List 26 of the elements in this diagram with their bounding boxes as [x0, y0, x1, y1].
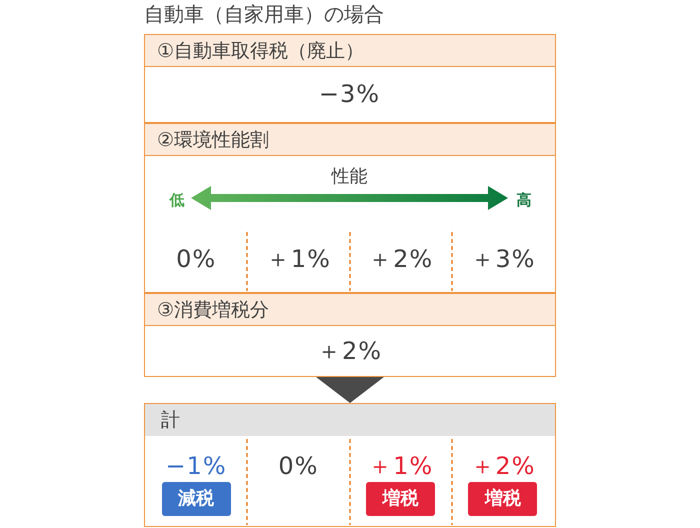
diagram-title: 自動車（自家用車）の場合	[144, 1, 384, 27]
percent-value: −1%	[166, 452, 227, 480]
percent-value: ＋2%	[368, 245, 434, 273]
percent-value: ＋2%	[470, 452, 536, 480]
tax-badge: 増税	[468, 482, 538, 516]
section-box	[144, 34, 556, 123]
section-box	[144, 123, 556, 293]
scale-end-label: 高	[516, 191, 532, 209]
section-heading: ①自動車取得税（廃止）	[157, 38, 364, 62]
section-box	[144, 403, 556, 527]
percent-value: ＋1%	[266, 245, 331, 273]
percent-value: 0%	[278, 452, 318, 480]
scale-label: 性能	[332, 166, 368, 188]
arrow	[316, 377, 384, 403]
section-heading: ②環境性能割	[157, 128, 270, 152]
section-heading: ③消費増税分	[157, 298, 270, 322]
percent-value: −3%	[318, 80, 380, 108]
scale-end-label: 低	[170, 191, 184, 209]
tax-badge: 減税	[162, 482, 231, 516]
section-box	[144, 293, 556, 377]
section-heading: 計	[161, 408, 180, 432]
percent-value: ＋3%	[470, 245, 536, 273]
tax-badge: 増税	[366, 482, 436, 516]
percent-value: 0%	[176, 245, 216, 273]
percent-value: ＋1%	[368, 452, 434, 480]
percent-value: ＋2%	[316, 336, 382, 364]
